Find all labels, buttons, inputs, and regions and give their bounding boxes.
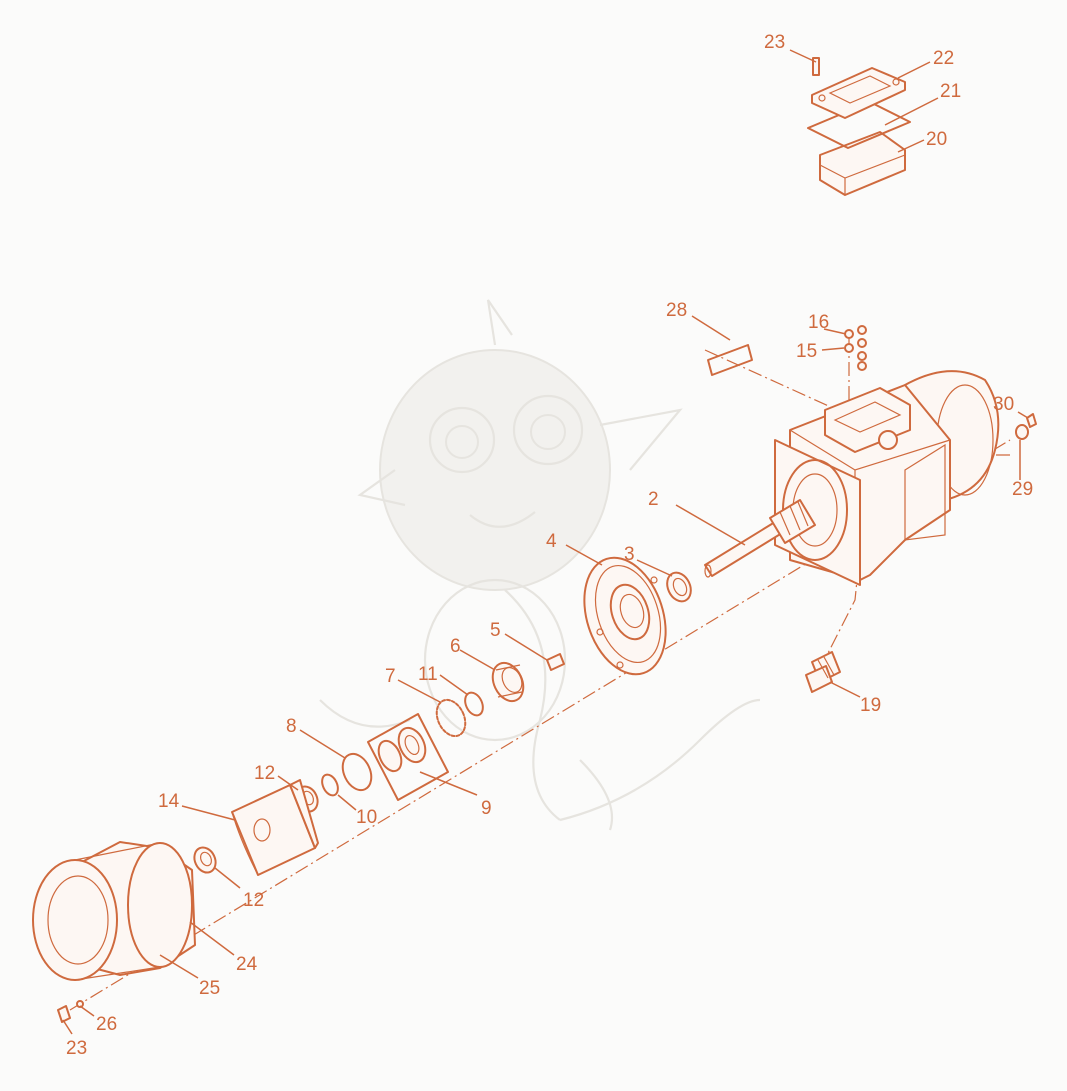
label-26: 26	[96, 1014, 117, 1035]
part-4-flange	[583, 556, 667, 676]
label-23-bottom: 23	[66, 1038, 87, 1059]
label-8: 8	[286, 716, 297, 737]
label-22: 22	[933, 48, 954, 69]
label-2: 2	[648, 489, 659, 510]
label-6: 6	[450, 636, 461, 657]
label-30: 30	[993, 394, 1014, 415]
part-25-fan-cover	[32, 841, 196, 981]
part-23-26-screw-bottom	[57, 1000, 84, 1023]
leader-lines	[62, 49, 1029, 1035]
part-7-circlip	[435, 698, 467, 738]
part-22-cover	[811, 67, 906, 119]
label-12-upper: 12	[254, 763, 275, 784]
part-8-ring	[341, 752, 373, 792]
part-19-fitting	[805, 651, 841, 693]
label-23-top: 23	[764, 32, 785, 53]
label-4: 4	[546, 531, 557, 552]
label-20: 20	[926, 129, 947, 150]
terminal-box-assembly	[807, 57, 911, 196]
part-9-seal-kit	[367, 713, 449, 801]
part-2-shaft	[704, 521, 783, 577]
label-21: 21	[940, 81, 961, 102]
part-11-ring	[464, 691, 484, 717]
label-14: 14	[158, 791, 180, 812]
label-9: 9	[481, 798, 492, 819]
part-5-pin	[546, 653, 565, 671]
label-19: 19	[860, 695, 881, 716]
label-15: 15	[796, 341, 817, 362]
part-20-terminal-box	[819, 131, 906, 196]
part-16-nut	[844, 329, 854, 339]
part-24-cover-ring	[127, 842, 193, 968]
part-3-ring	[666, 571, 692, 603]
small-washers	[844, 325, 867, 371]
label-28: 28	[666, 300, 687, 321]
label-25: 25	[199, 978, 220, 999]
label-24: 24	[236, 954, 258, 975]
label-12-lower: 12	[243, 890, 264, 911]
part-12-nut-lower	[193, 846, 217, 874]
label-16: 16	[808, 312, 829, 333]
label-11: 11	[418, 664, 438, 685]
part-23-screw	[812, 57, 820, 76]
label-10: 10	[356, 807, 377, 828]
label-29: 29	[1012, 479, 1033, 500]
label-3: 3	[624, 544, 635, 565]
part-14-fan	[231, 779, 319, 876]
part-callouts: 23 22 21 20 28 16 15 30 29 2 4 3 5 6 7 1…	[66, 32, 1033, 1059]
label-7: 7	[385, 666, 396, 687]
part-15-washer	[844, 343, 854, 353]
watermark-dragon-illustration	[319, 299, 761, 831]
part-10-ring	[321, 773, 339, 797]
part-29-30-screw	[1015, 413, 1037, 440]
part-28-label-plate	[707, 344, 753, 376]
motor-housing	[704, 370, 1000, 586]
label-5: 5	[490, 620, 501, 641]
part-6-bearing	[491, 661, 525, 703]
